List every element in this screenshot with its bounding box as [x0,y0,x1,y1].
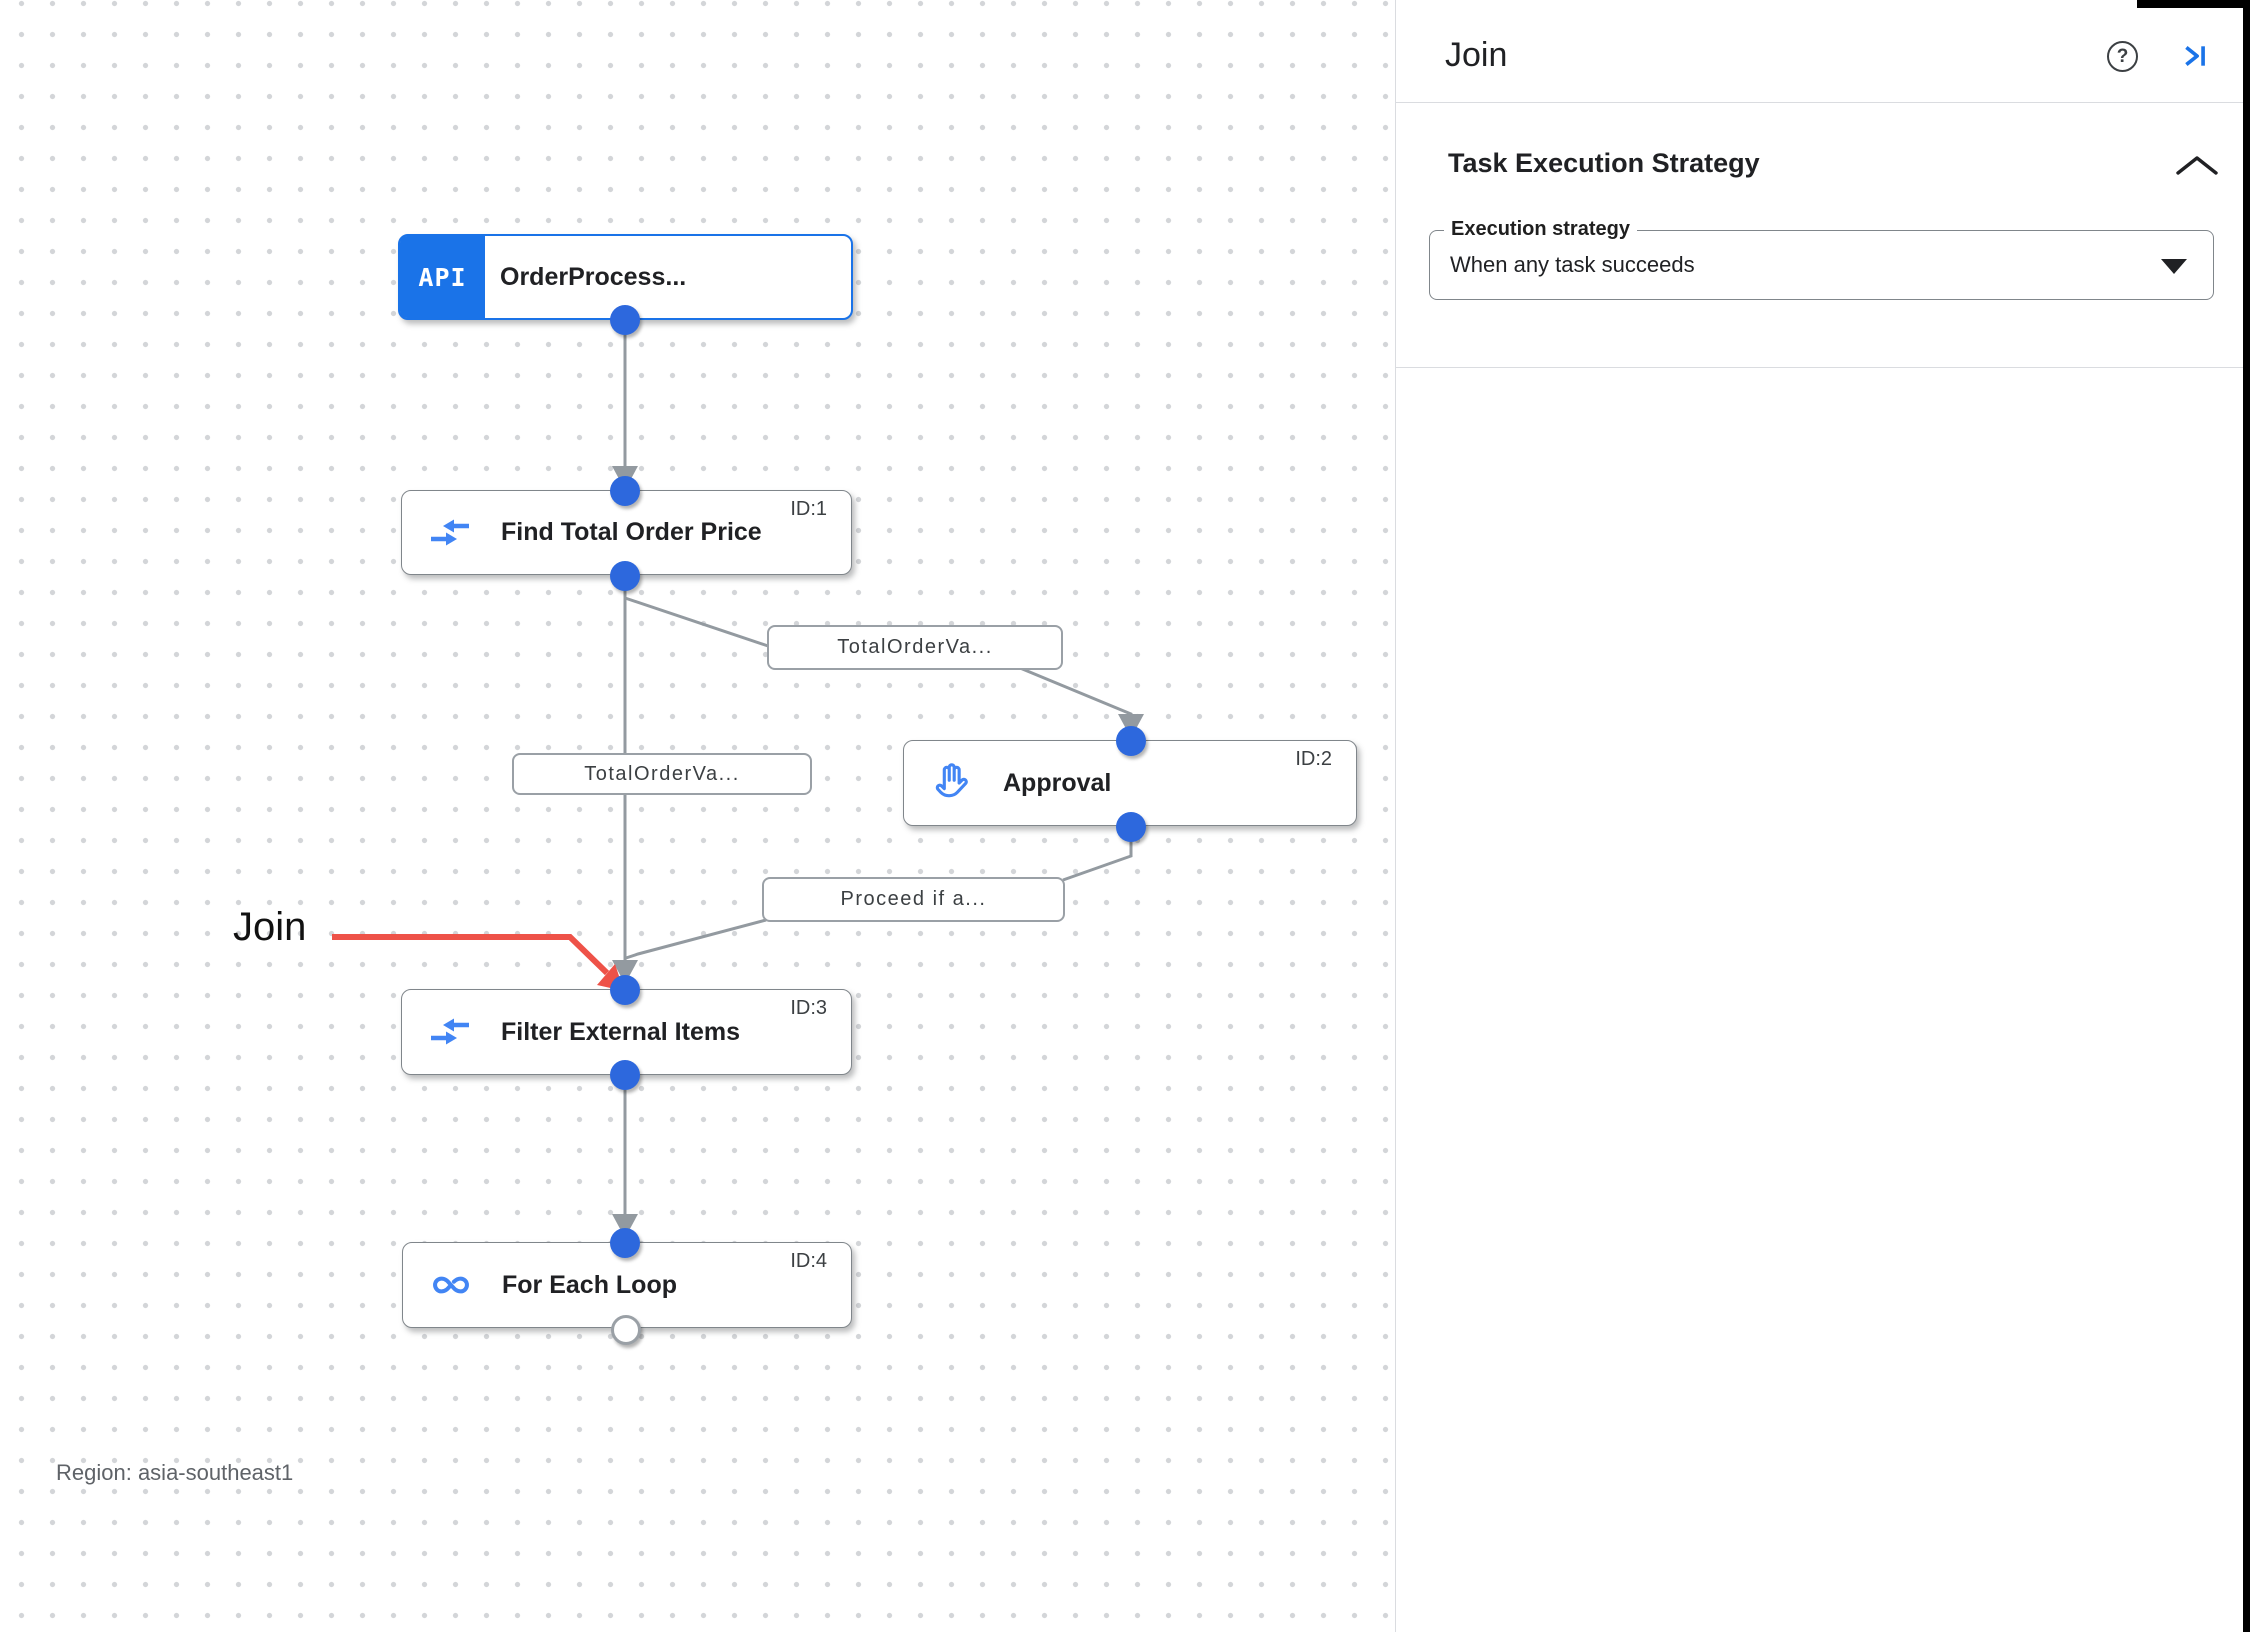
section-title: Task Execution Strategy [1448,148,1760,178]
connector-out-trigger[interactable] [610,305,640,335]
help-glyph: ? [2116,45,2129,67]
workflow-canvas[interactable]: API OrderProcess... Find Total Order Pri… [0,0,1395,1632]
node-title: For Each Loop [502,1270,677,1299]
config-side-panel: Join ? Task Execution Strategy Execution… [1395,0,2250,1632]
node-id-badge: ID:2 [1295,748,1332,770]
join-annotation-label: Join [233,905,307,949]
edge-condition-label[interactable]: TotalOrderVa... [767,625,1063,670]
node-title: Filter External Items [501,1017,740,1046]
connector-in-approval[interactable] [1116,726,1146,756]
edges-layer [332,320,1144,1238]
node-title: OrderProcess... [500,262,687,291]
connector-out-find[interactable] [610,561,640,591]
dropdown-caret-icon [2161,259,2187,274]
edge-label-text: TotalOrderVa... [584,762,740,785]
help-icon[interactable]: ? [2107,41,2138,72]
connector-in-find[interactable] [610,476,640,506]
collapse-panel-icon[interactable] [2181,42,2209,70]
api-trigger-badge: API [400,236,485,318]
node-id-badge: ID:3 [790,997,827,1019]
node-title: Find Total Order Price [501,518,762,546]
connector-in-foreach[interactable] [610,1228,640,1258]
panel-title: Join [1445,36,1508,74]
edge-condition-label[interactable]: Proceed if a... [762,877,1065,922]
execution-strategy-label: Execution strategy [1444,218,1637,241]
approval-hand-icon [935,763,968,798]
edge-label3-to-join [625,918,767,960]
execution-strategy-value: When any task succeeds [1450,252,1695,277]
arrowhead-foreach [612,1214,638,1238]
for-each-loop-icon [433,1276,469,1294]
node-id-badge: ID:4 [790,1250,827,1272]
edge-label-text: Proceed if a... [840,888,987,910]
region-label: Region: asia-southeast1 [56,1460,294,1485]
right-edge-bar [2243,0,2250,1632]
top-edge-bar [2137,0,2250,8]
section-divider [1396,367,2250,368]
edge-label-text: TotalOrderVa... [837,636,993,658]
connector-in-filter[interactable] [610,975,640,1005]
panel-header: Join ? [1396,0,2250,103]
annotation-arrow-line [332,934,610,976]
connector-out-filter[interactable] [610,1060,640,1090]
connector-out-foreach-empty[interactable] [611,1315,641,1345]
execution-strategy-select[interactable]: Execution strategy When any task succeed… [1429,218,2214,300]
chevron-up-icon[interactable] [2175,155,2219,176]
node-title: Approval [1003,768,1112,797]
connector-out-approval[interactable] [1116,812,1146,842]
data-mapping-icon [431,1018,469,1045]
data-mapping-icon [431,519,469,545]
node-id-badge: ID:1 [790,498,827,520]
edge-label1-to-approval [1019,666,1133,716]
arrowhead-filter [612,960,638,984]
edge-condition-label[interactable]: TotalOrderVa... [512,753,812,795]
node-order-process-trigger[interactable]: API OrderProcess... [398,234,853,320]
api-badge-label: API [418,262,467,292]
edge-find-to-label1 [624,596,781,652]
